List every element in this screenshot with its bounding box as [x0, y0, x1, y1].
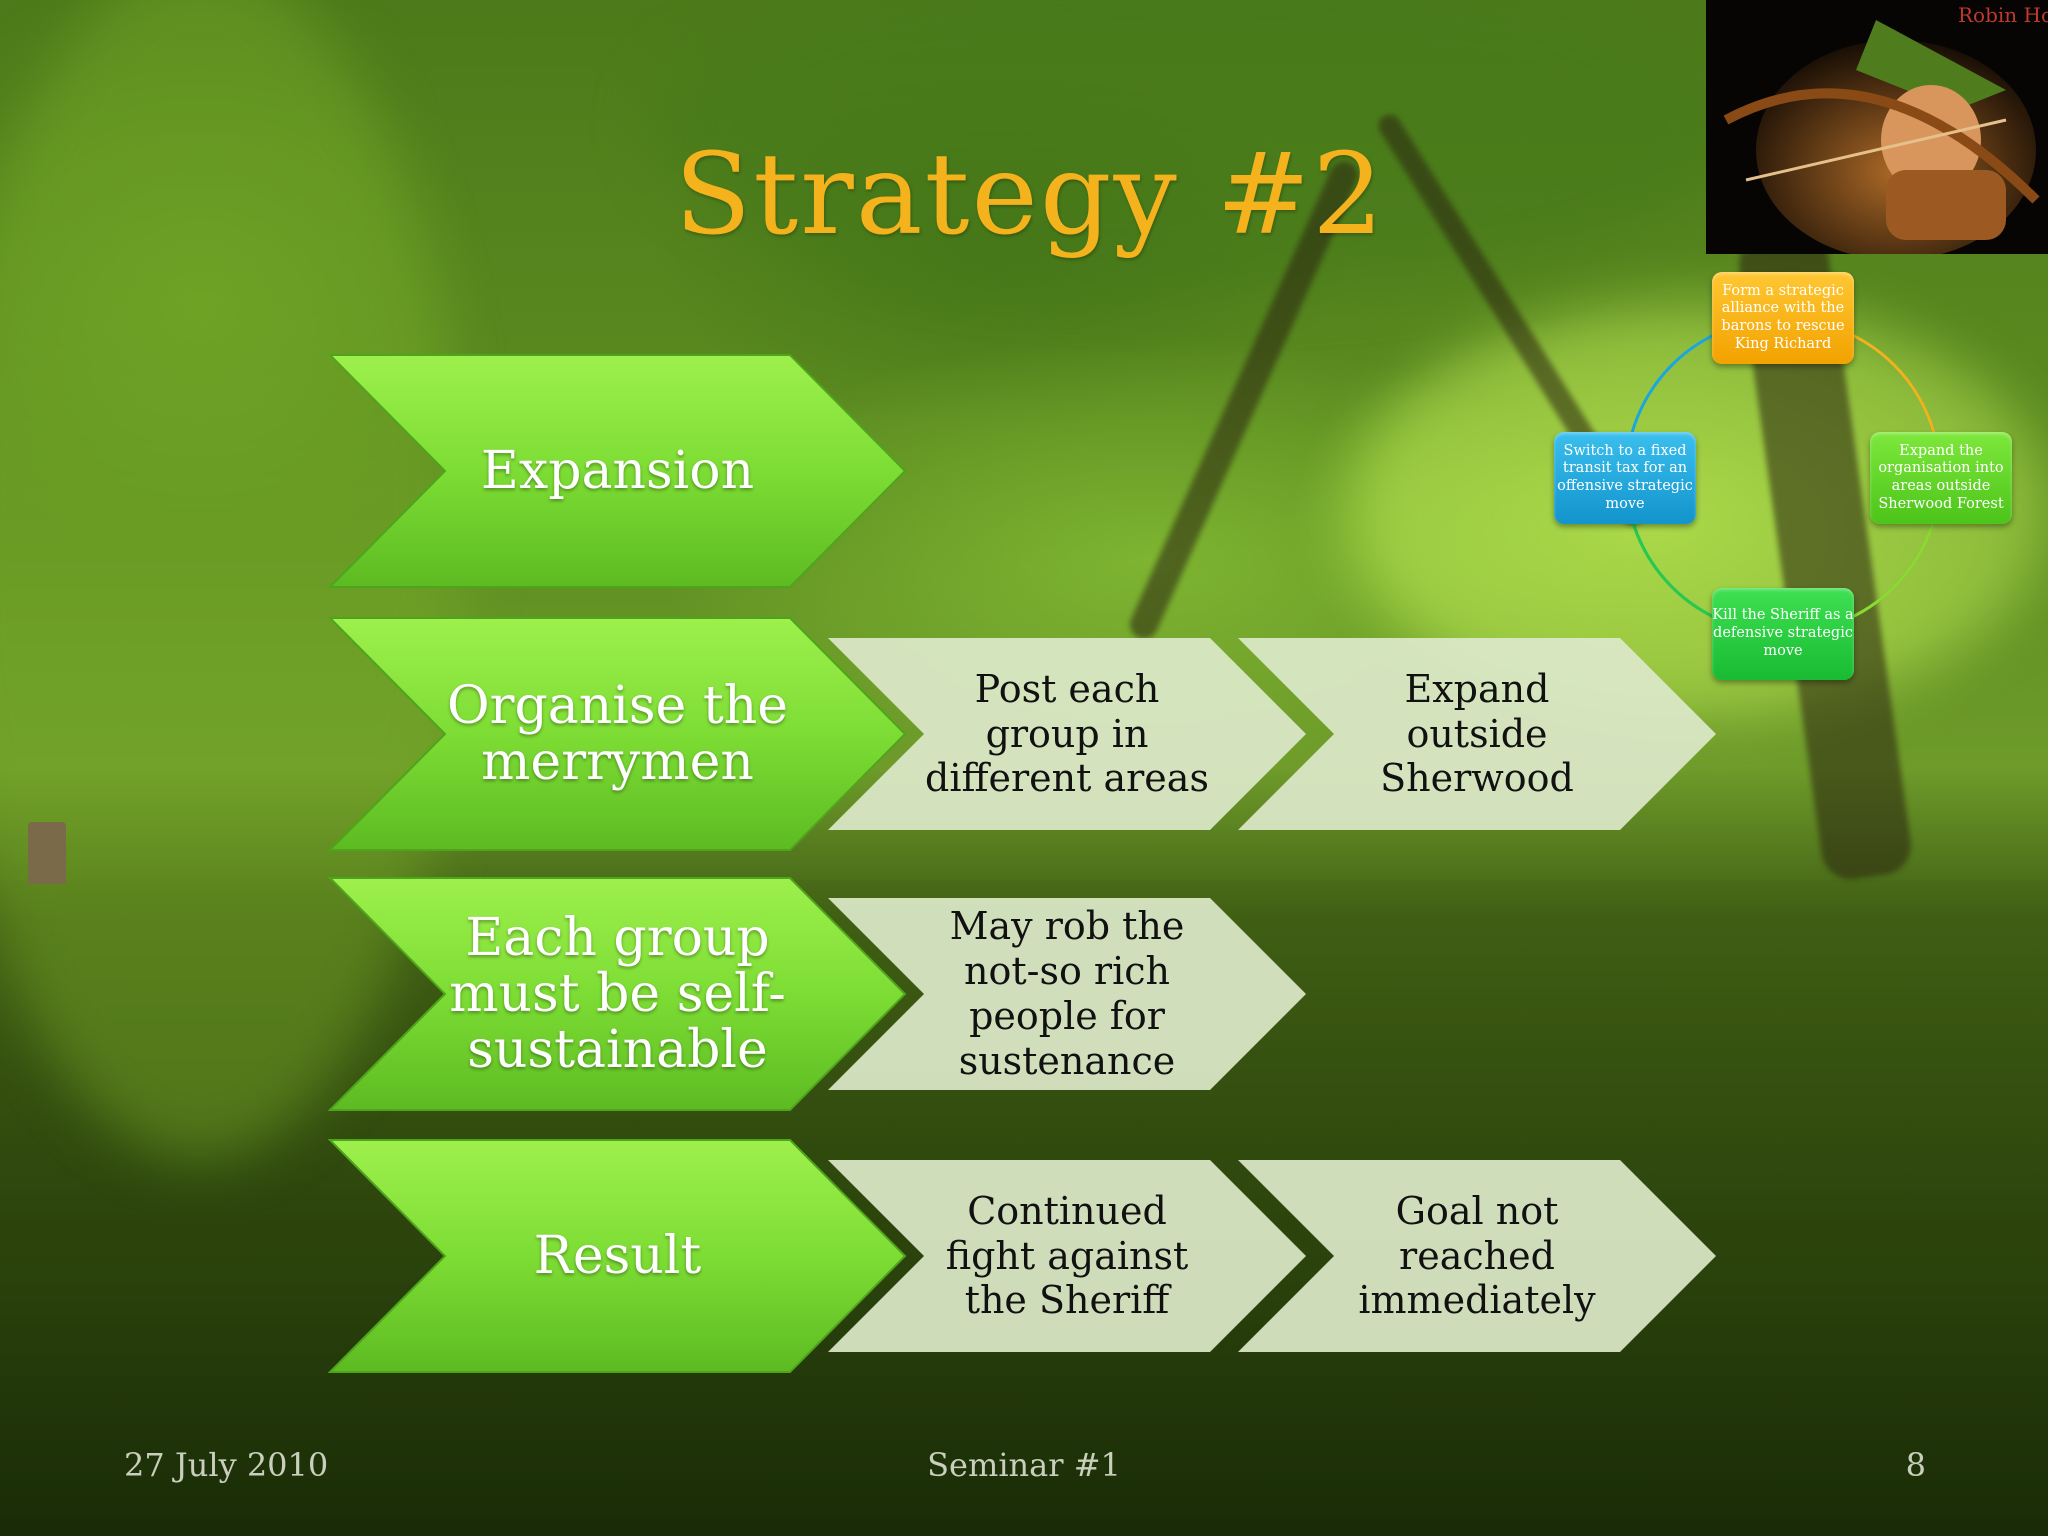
chevron-label: Organise the merrymen — [446, 675, 789, 792]
cycle-node-kill-sheriff: Kill the Sheriff as a defensive strategi… — [1712, 588, 1854, 680]
chevron-label: Result — [533, 1225, 702, 1286]
step-label: Goal not reached immediately — [1358, 1188, 1596, 1323]
robin-hood-image: Robin Hood — [1706, 0, 2048, 254]
archer-illustration: Robin Hood — [1706, 0, 2048, 254]
step-rob-not-so-rich: May rob the not-so rich people for suste… — [828, 898, 1306, 1090]
page-number: 8 — [1905, 1446, 1926, 1484]
cycle-node-transit-tax: Switch to a fixed transit tax for an off… — [1554, 432, 1696, 524]
cycle-node-alliance: Form a strategic alliance with the baron… — [1712, 272, 1854, 364]
chevron-label: Each group must be self-sustainable — [449, 907, 786, 1081]
chevron-result: Result — [327, 1139, 907, 1373]
step-label: May rob the not-so rich people for suste… — [949, 904, 1185, 1083]
step-goal-not-reached: Goal not reached immediately — [1238, 1160, 1716, 1352]
step-label: Post each group in different areas — [925, 666, 1209, 801]
step-label: Expand outside Sherwood — [1380, 666, 1574, 801]
footer-date: 27 July 2010 — [124, 1446, 329, 1484]
step-post-groups: Post each group in different areas — [828, 638, 1306, 830]
robin-hood-logo-text: Robin Hood — [1958, 3, 2048, 27]
birdhouse — [28, 822, 66, 884]
chevron-expansion: Expansion — [327, 354, 907, 588]
footer-title: Seminar #1 — [927, 1446, 1121, 1484]
chevron-self-sustainable: Each group must be self-sustainable — [327, 877, 907, 1111]
upper-canopy — [650, 0, 1750, 290]
step-label: Continued fight against the Sheriff — [945, 1188, 1189, 1323]
slide-title: Strategy #2 — [674, 130, 1386, 260]
step-expand-outside: Expand outside Sherwood — [1238, 638, 1716, 830]
cycle-node-expand: Expand the organisation into areas outsi… — [1870, 432, 2012, 524]
chevron-organise: Organise the merrymen — [327, 617, 907, 851]
chevron-label: Expansion — [480, 440, 755, 501]
step-continued-fight: Continued fight against the Sheriff — [828, 1160, 1306, 1352]
